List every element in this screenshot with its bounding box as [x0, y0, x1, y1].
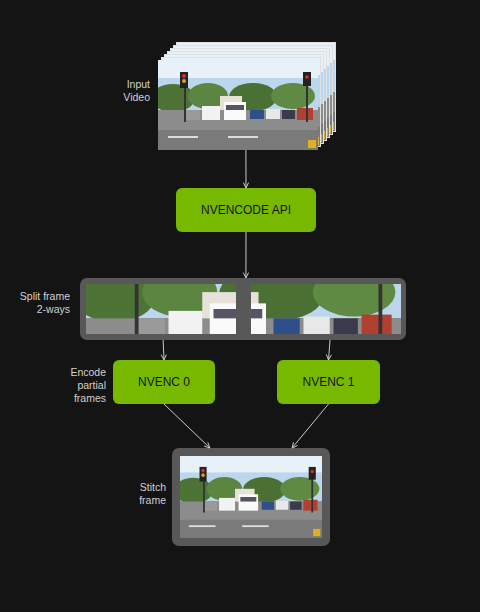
flow-arrow: [243, 232, 248, 278]
right-half-frame: [88, 225, 401, 394]
encoder-box: NVENC 0: [113, 360, 215, 404]
frame-stack: [151, 42, 336, 150]
api-box: NVENCODE API: [176, 188, 316, 232]
node-label: NVENC 1: [302, 375, 354, 389]
flow-arrow: [164, 404, 210, 448]
flow-arrow: [326, 340, 331, 360]
flow-arrow: [243, 150, 248, 188]
left-half-frame: [73, 225, 386, 394]
step-label: Encode partial frames: [50, 366, 106, 405]
split-band: Split frame 2-ways: [80, 278, 406, 340]
stitched-frame: [174, 456, 322, 538]
node-heading: Input Video: [98, 78, 150, 104]
video-input: Input Video: [158, 40, 340, 150]
flow-arrow: [292, 404, 328, 448]
node-heading: Split frame 2-ways: [16, 290, 70, 316]
flow-arrow: [161, 340, 166, 360]
node-heading: Stitch frame: [126, 481, 166, 507]
node-label: NVENC 0: [138, 375, 190, 389]
encoder-box: NVENC 1: [277, 360, 380, 404]
node-label: NVENCODE API: [201, 203, 291, 217]
stitch-box: Stitch frame: [172, 448, 330, 546]
